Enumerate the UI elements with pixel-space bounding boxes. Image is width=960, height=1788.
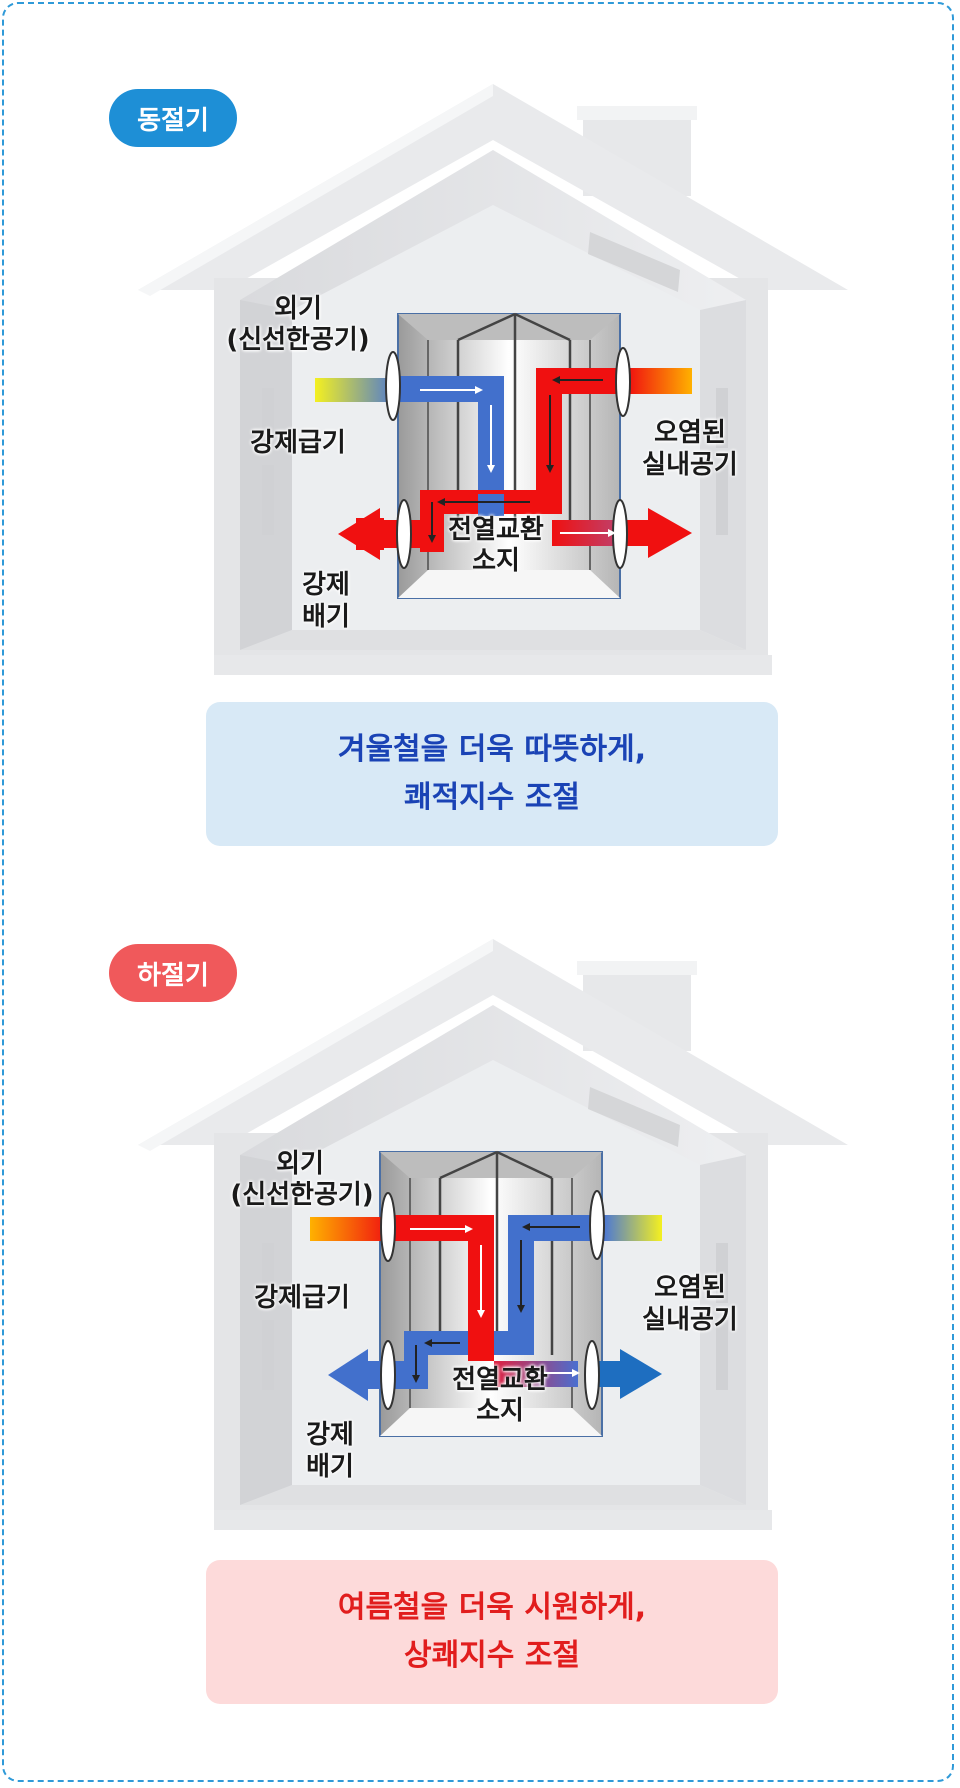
outdoor-air-sublabel: (신선한공기) — [230, 1180, 374, 1210]
season-badge-winter: 동절기 — [109, 89, 237, 147]
outdoor-air-label: 외기 — [276, 1149, 324, 1179]
winter-caption-line2: 쾌적지수 조절 — [403, 780, 581, 815]
summer-caption-line2: 상쾌지수 조절 — [403, 1638, 581, 1673]
winter-section: 동절기 외기 (신선한공기) 강제급기 오염된 실내공기 전열교환 소지 강제 … — [0, 0, 960, 850]
indoor-air-sublabel: 실내공기 — [642, 450, 738, 480]
forced-supply-label: 강제급기 — [250, 428, 346, 458]
heat-exchange-core-sublabel: 소지 — [472, 546, 520, 576]
forced-exhaust-sublabel: 배기 — [306, 1452, 354, 1482]
winter-caption-box: 겨울철을 더욱 따뜻하게, 쾌적지수 조절 — [206, 702, 778, 846]
summer-caption-box: 여름철을 더욱 시원하게, 상쾌지수 조절 — [206, 1560, 778, 1704]
winter-house-illustration — [138, 84, 848, 675]
season-badge-summer: 하절기 — [109, 944, 237, 1002]
indoor-air-label: 오염된 — [654, 1273, 726, 1303]
indoor-air-sublabel: 실내공기 — [642, 1305, 738, 1335]
outdoor-air-label: 외기 — [274, 294, 322, 324]
winter-caption-line1: 겨울철을 더욱 따뜻하게, — [337, 732, 647, 767]
forced-exhaust-label: 강제 — [302, 570, 350, 600]
heat-exchange-core-sublabel: 소지 — [476, 1396, 524, 1426]
heat-exchange-core-label: 전열교환 — [452, 1365, 548, 1395]
summer-caption-line1: 여름철을 더욱 시원하게, — [337, 1590, 647, 1625]
outdoor-air-sublabel: (신선한공기) — [226, 325, 370, 355]
forced-exhaust-label: 강제 — [306, 1420, 354, 1450]
summer-house-illustration — [138, 939, 848, 1530]
indoor-air-label: 오염된 — [654, 418, 726, 448]
heat-exchange-core-label: 전열교환 — [448, 515, 544, 545]
forced-supply-label: 강제급기 — [254, 1283, 350, 1313]
summer-section: 하절기 외기 (신선한공기) 강제급기 오염된 실내공기 전열교환 소지 강제 … — [0, 855, 960, 1705]
forced-exhaust-sublabel: 배기 — [302, 602, 350, 632]
